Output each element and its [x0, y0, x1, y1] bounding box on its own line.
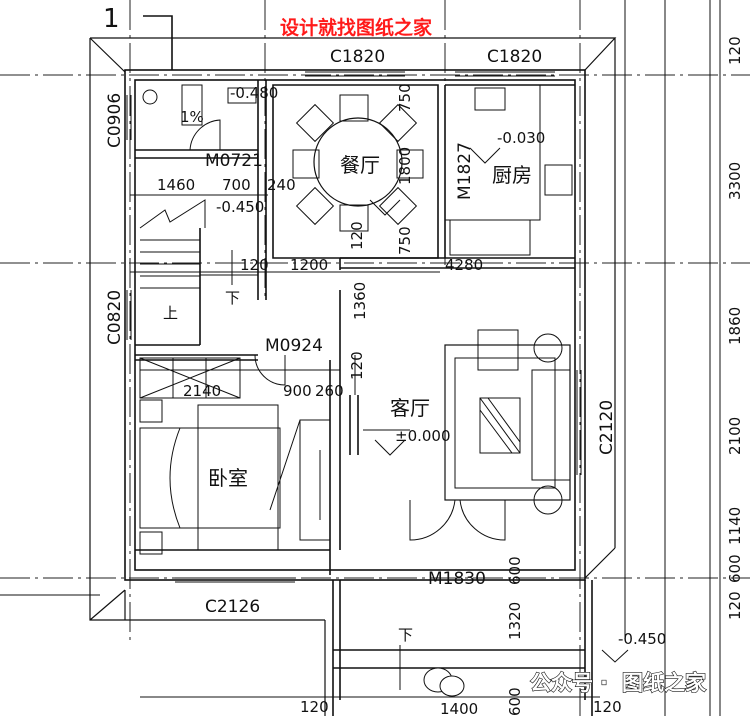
room-living: 客厅	[390, 396, 430, 420]
right-dim: 3300	[726, 162, 744, 200]
right-dim: 1140	[726, 507, 744, 545]
door-m0721: M0721	[205, 151, 263, 171]
dim-1800: 1800	[396, 147, 414, 185]
right-dim: 120	[726, 591, 744, 620]
window-c0820: C0820	[105, 290, 125, 345]
room-bedroom: 卧室	[208, 466, 248, 490]
room-dining: 餐厅	[340, 153, 380, 177]
dim-750-a: 750	[396, 83, 414, 112]
door-m0924: M0924	[265, 336, 323, 356]
dim-600-a: 600	[506, 556, 524, 585]
footer-prefix: 公众号	[530, 671, 593, 695]
room-kitchen: 厨房	[492, 163, 532, 187]
dim-2140: 2140	[183, 382, 221, 400]
dim-600-b: 600	[506, 687, 524, 716]
dim-120-a: 120	[240, 256, 269, 274]
right-dim: 600	[726, 554, 744, 583]
elevation-bath: -0.480	[230, 84, 278, 102]
elevation-kitchen: -0.030	[497, 129, 545, 147]
dim-4280: 4280	[445, 256, 483, 274]
elevation-stair: -0.450	[216, 198, 264, 216]
dim-1320: 1320	[506, 602, 524, 640]
right-dim: 2100	[726, 417, 744, 455]
window-c1820-kitchen: C1820	[487, 47, 542, 67]
dim-750-b: 750	[396, 226, 414, 255]
watermark-title: 设计就找图纸之家	[280, 16, 433, 39]
door-m1830: M1830	[428, 569, 486, 589]
dimension-lines	[130, 194, 600, 698]
window-c2120: C2120	[597, 400, 617, 455]
dim-1360: 1360	[351, 282, 369, 320]
entry-down-label: 下	[398, 626, 413, 644]
dim-120-d: 120	[300, 698, 329, 716]
dim-240: 240	[267, 176, 296, 194]
dim-900: 900	[283, 382, 312, 400]
dim-700: 700	[222, 176, 251, 194]
right-dim: 1860	[726, 307, 744, 345]
axis-marker: 1	[103, 4, 120, 34]
elevation-living: ±0.000	[395, 427, 451, 445]
window-c2126: C2126	[205, 597, 260, 617]
footer-separator: ·	[600, 671, 608, 695]
right-dim: 120	[726, 36, 744, 65]
window-c1820-dining: C1820	[330, 47, 385, 67]
dim-120-c: 120	[348, 351, 366, 380]
dim-1400: 1400	[440, 700, 478, 716]
right-dimensions: 120 3300 1860 2100 1140 600 120	[719, 0, 744, 716]
door-m1827: M1827	[455, 142, 475, 200]
stair-down-label: 下	[225, 289, 240, 307]
roof-eave	[89, 37, 617, 716]
dim-120-e: 120	[593, 698, 622, 716]
bath-slope: 1%	[180, 108, 204, 126]
stair-up-label: 上	[163, 304, 178, 322]
window-c0906: C0906	[105, 93, 125, 148]
walls	[124, 69, 629, 716]
dim-1200: 1200	[290, 256, 328, 274]
elevation-outside: -0.450	[618, 630, 666, 648]
dim-1460: 1460	[157, 176, 195, 194]
dim-120-b: 120	[348, 221, 366, 250]
footer-name: 图纸之家	[622, 671, 707, 695]
section-mark	[143, 15, 173, 70]
dim-260: 260	[315, 382, 344, 400]
footer-watermark: 公众号 · 图纸之家	[423, 667, 708, 697]
